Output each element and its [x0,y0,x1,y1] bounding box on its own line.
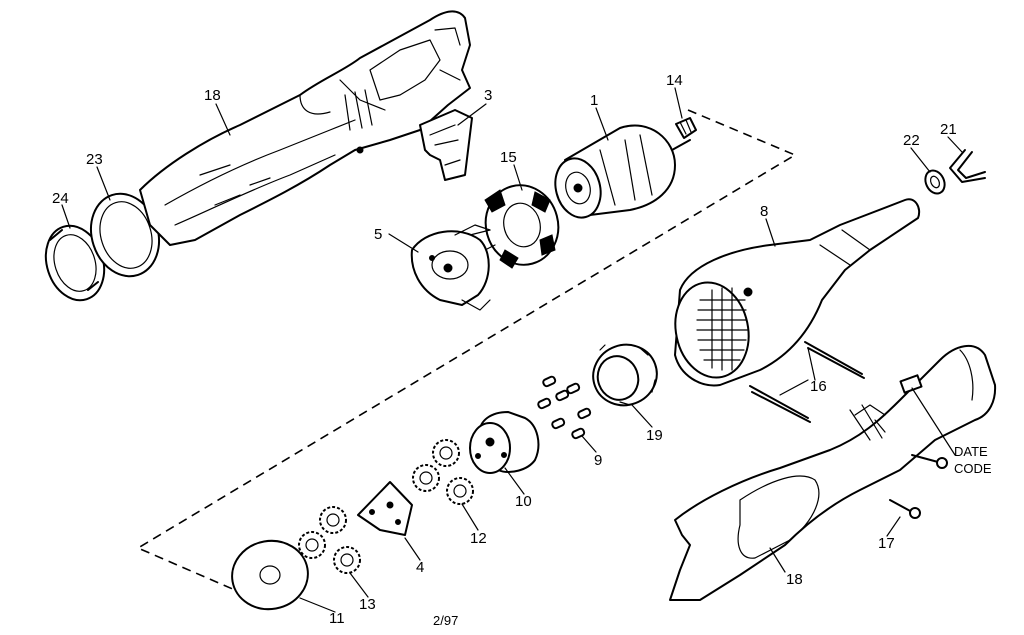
callout-22: 22 [903,132,920,149]
part-21-clip [949,149,986,183]
part-23-ring [90,192,160,278]
part-1-motor [554,124,691,219]
part-8-nose-housing [674,198,921,387]
callout-5: 5 [374,226,382,243]
assembly-dashed-boundary [136,109,797,601]
callout-3: 3 [484,87,492,104]
date-code-label-line1: DATE [954,444,988,459]
callout-14: 14 [666,72,683,89]
callout-17: 17 [878,535,895,552]
part-22-washer [924,169,946,195]
date-code-label-line2: CODE [954,461,992,476]
callout-19: 19 [646,427,663,444]
part-18-upper-housing [139,10,471,246]
callout-8: 8 [760,203,768,220]
callout-24: 24 [52,190,69,207]
leader-lines [61,87,963,613]
callout-23: 23 [86,151,103,168]
part-19-ring-nut [592,343,658,407]
callout-12: 12 [470,530,487,547]
part-11-disc [231,539,309,611]
callout-21: 21 [940,121,957,138]
callout-18-upper: 18 [204,87,221,104]
callout-10: 10 [515,493,532,510]
part-18-lower-housing [669,345,997,601]
part-4-carrier-plate [357,481,413,536]
part-16-pins [749,341,865,423]
callout-11: 11 [329,610,345,627]
revision-date: 2/97 [433,613,458,628]
part-5-baffle [410,224,491,311]
part-10-gear-carrier [469,411,540,474]
part-17-screws [889,454,948,519]
part-15-brush-holder [469,184,560,269]
callout-labels: 18 23 24 3 1 14 15 5 22 21 8 16 19 9 10 … [52,72,992,628]
callout-1: 1 [590,92,598,109]
callout-9: 9 [594,452,602,469]
part-13-planet-gears [298,506,361,574]
callout-13: 13 [359,596,376,613]
callout-16: 16 [810,378,827,395]
part-9-rollers [537,375,592,440]
callout-4: 4 [416,559,424,576]
part-12-planet-gears [412,439,474,505]
part-14-coupler [675,117,697,139]
part-24-end-cap [44,224,106,302]
callout-15: 15 [500,149,517,166]
callout-18-lower: 18 [786,571,803,588]
part-3-bracket [419,109,473,181]
